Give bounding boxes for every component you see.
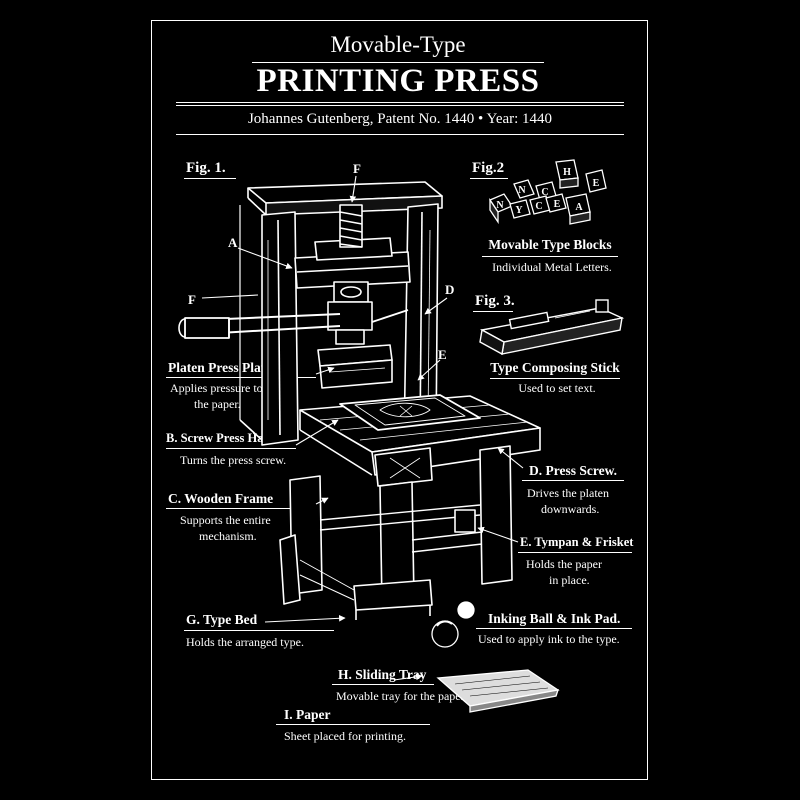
callout-sliding-tray-label: H. Sliding Tray <box>338 667 427 682</box>
type-block-glyphs: N C H E N Y C E A <box>496 167 599 216</box>
type-glyph-9: A <box>575 202 583 213</box>
callout-screw-handle-label: B. Screw Press Handle. <box>166 431 290 445</box>
callout-inking-desc-1: Used to apply ink to the type. <box>478 632 620 646</box>
callout-press-screw-desc-2: downwards. <box>541 502 600 516</box>
poster-frame <box>151 20 648 780</box>
callout-type-bed-label: G. Type Bed <box>186 612 258 627</box>
type-blocks-label: Movable Type Blocks <box>488 237 612 252</box>
callout-wooden-frame-desc-1: Supports the entire <box>180 513 271 527</box>
title-rule-mid-2 <box>176 105 624 106</box>
callout-screw-handle-desc-1: Turns the press screw. <box>180 453 287 467</box>
callout-type-bed-desc-1: Holds the arranged type. <box>186 635 304 649</box>
fig1-underline <box>184 178 236 179</box>
callout-sliding-tray-rule <box>332 684 434 685</box>
callout-paper-desc-1: Sheet placed for printing. <box>284 729 406 743</box>
type-blocks-rule <box>482 256 618 257</box>
type-glyph-1: N <box>518 185 526 196</box>
callout-press-screw-desc-1: Drives the platen <box>527 486 609 500</box>
title-rule-top <box>252 62 544 63</box>
callout-wooden-frame-label: C. Wooden Frame <box>168 491 274 506</box>
callout-wooden-frame-desc-2: mechanism. <box>199 529 257 543</box>
type-glyph-6: Y <box>515 205 523 216</box>
callout-inking-label: Inking Ball & Ink Pad. <box>488 611 621 626</box>
composing-stick-desc: Used to set text. <box>518 381 596 395</box>
poster-title: PRINTING PRESS <box>256 63 540 99</box>
callout-tympan-desc-2: in place. <box>549 573 590 587</box>
type-glyph-7: C <box>535 201 542 212</box>
callout-platen-desc-2: the paper. <box>194 397 241 411</box>
callout-wooden-frame-rule <box>166 508 316 509</box>
callout-press-screw-rule <box>522 480 624 481</box>
callout-platen-rule <box>166 377 316 378</box>
callout-type-bed-rule <box>184 630 334 631</box>
printing-press-drawing <box>178 181 541 620</box>
fig3-underline <box>473 311 513 312</box>
callout-tympan-label: E. Tympan & Frisket <box>520 535 634 549</box>
type-glyph-4: E <box>593 178 600 189</box>
movable-type-blocks-drawing <box>489 159 607 225</box>
poster-byline: Johannes Gutenberg, Patent No. 1440 • Ye… <box>247 111 553 127</box>
composing-stick-rule <box>490 378 620 379</box>
byline-rule <box>176 134 624 135</box>
callout-tympan-desc-1: Holds the paper <box>526 557 602 571</box>
callout-platen-label: Platen Press Plate <box>168 360 272 375</box>
callout-press-screw-label: D. Press Screw. <box>529 463 617 478</box>
callout-paper-rule <box>276 724 430 725</box>
title-rule-mid-1 <box>176 102 624 103</box>
part-letter-f-left: F <box>188 292 196 307</box>
part-letter-e: E <box>438 347 447 362</box>
type-glyph-2: C <box>541 187 548 198</box>
poster-subtitle: Movable-Type <box>330 32 466 57</box>
part-letter-f-top: F <box>353 161 361 176</box>
type-blocks-desc: Individual Metal Letters. <box>492 260 612 274</box>
composing-stick-drawing <box>479 299 625 356</box>
ink-balls-drawing <box>431 601 475 648</box>
callout-sliding-tray-desc-1: Movable tray for the paper. <box>336 689 467 703</box>
part-letter-a: A <box>228 235 238 250</box>
callout-screw-handle-rule <box>166 448 296 449</box>
type-glyph-5: N <box>496 200 504 211</box>
callout-tympan-rule <box>518 552 632 553</box>
callout-inking-rule <box>476 628 632 629</box>
callout-paper-label: I. Paper <box>284 707 331 722</box>
fig2-underline <box>470 178 508 179</box>
type-glyph-8: E <box>554 199 561 210</box>
fig2-label: Fig.2 <box>472 160 505 176</box>
sliding-tray-drawing <box>436 669 560 713</box>
type-glyph-3: H <box>563 167 571 178</box>
fig3-label: Fig. 3. <box>475 293 515 309</box>
part-letter-d: D <box>445 282 455 297</box>
composing-stick-label: Type Composing Stick <box>490 360 620 375</box>
fig1-label: Fig. 1. <box>186 160 226 176</box>
